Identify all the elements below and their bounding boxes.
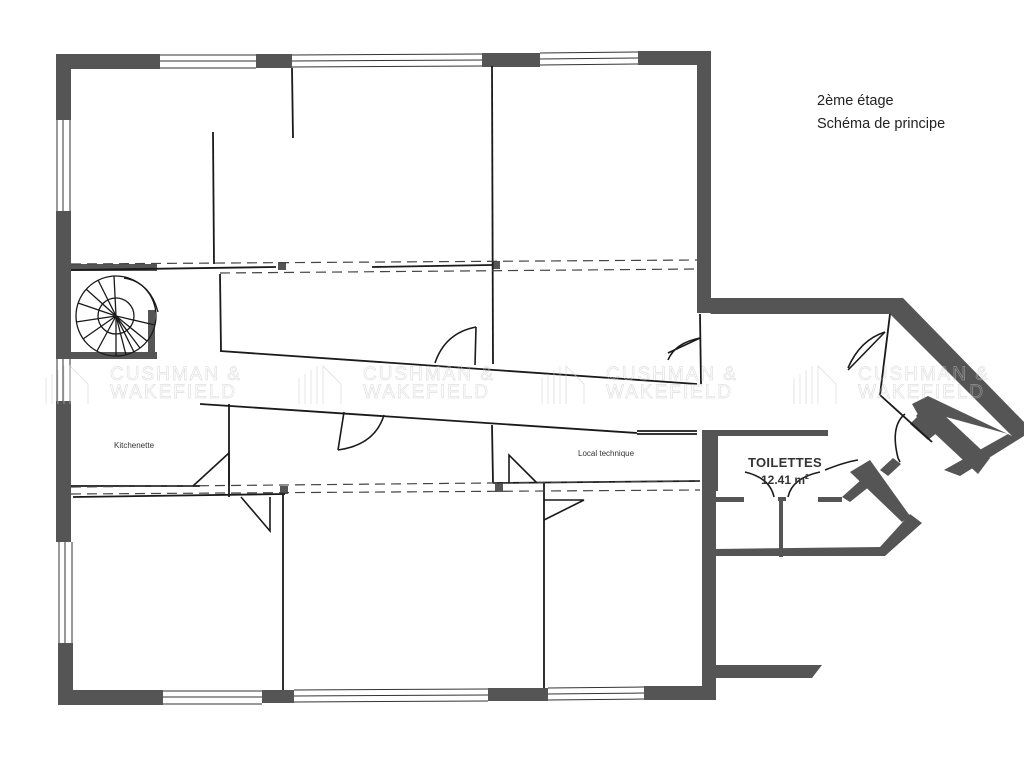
room-label-kitchenette: Kitchenette xyxy=(114,441,155,450)
exterior-walls xyxy=(56,51,1024,705)
windows xyxy=(56,51,645,705)
spiral-staircase xyxy=(75,275,159,357)
dashed-lines xyxy=(70,259,701,495)
toilettes-area-value: 12.41 m xyxy=(761,473,806,487)
plan-title-block: 2ème étage Schéma de principe xyxy=(817,90,945,136)
room-label-local-technique: Local technique xyxy=(578,449,635,458)
plan-subtitle: Schéma de principe xyxy=(817,116,946,132)
floor-level-label: 2ème étage xyxy=(817,93,894,109)
room-label-toilettes: TOILETTES xyxy=(748,455,822,470)
doors xyxy=(192,326,906,534)
toilettes-area-unit: 2 xyxy=(805,474,809,481)
interior-partitions xyxy=(70,65,933,690)
toilettes-area: 12.41 m2 xyxy=(761,473,809,487)
